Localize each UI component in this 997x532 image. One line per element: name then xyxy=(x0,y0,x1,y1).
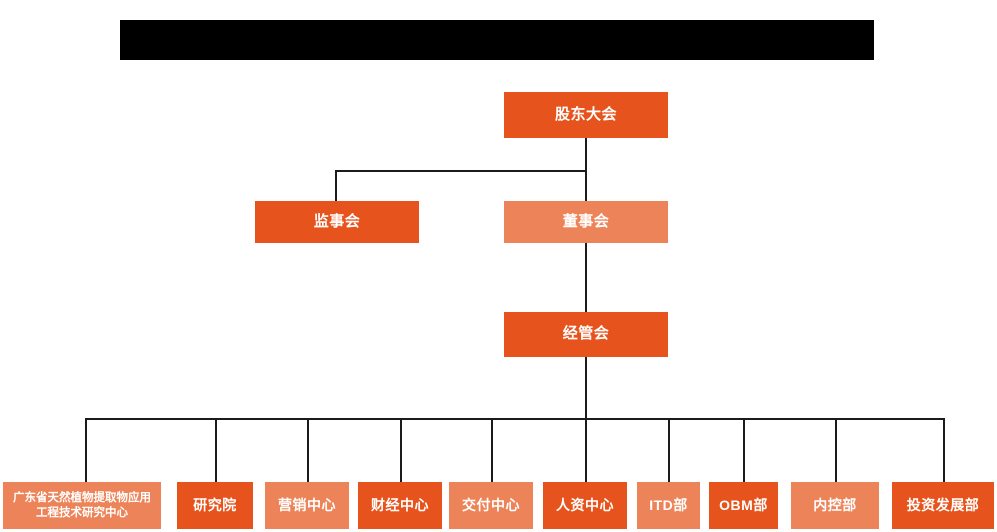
node-shareholders-meeting[interactable]: 股东大会 xyxy=(504,92,668,138)
connector-level4-bus xyxy=(85,418,944,420)
connector-dept-6-drop xyxy=(585,418,587,482)
connector-level2-bus xyxy=(335,170,587,172)
connector-dept-1-drop xyxy=(85,418,87,482)
node-dept-research-institute[interactable]: 研究院 xyxy=(177,482,253,529)
node-dept-delivery-center[interactable]: 交付中心 xyxy=(449,482,533,529)
connector-dept-3-drop xyxy=(307,418,309,482)
node-dept-hr-center[interactable]: 人资中心 xyxy=(543,482,627,529)
node-dept-investment-development[interactable]: 投资发展部 xyxy=(892,482,994,529)
connector-directors-to-management xyxy=(585,241,587,312)
connector-dept-9-drop xyxy=(835,418,837,482)
connector-dept-7-drop xyxy=(668,418,670,482)
connector-supervisors-drop xyxy=(335,170,337,201)
node-dept-itd[interactable]: ITD部 xyxy=(637,482,700,529)
title-banner xyxy=(120,20,874,60)
connector-shareholders-down xyxy=(585,138,587,172)
node-management-committee[interactable]: 经管会 xyxy=(504,312,668,357)
node-board-of-directors[interactable]: 董事会 xyxy=(504,201,668,243)
node-dept-internal-control[interactable]: 内控部 xyxy=(791,482,879,529)
connector-dept-5-drop xyxy=(491,418,493,482)
connector-dept-4-drop xyxy=(400,418,402,482)
node-dept-obm[interactable]: OBM部 xyxy=(709,482,778,529)
node-dept-marketing-center[interactable]: 营销中心 xyxy=(265,482,349,529)
node-dept-finance-center[interactable]: 财经中心 xyxy=(358,482,442,529)
connector-dept-2-drop xyxy=(215,418,217,482)
connector-directors-drop xyxy=(585,170,587,201)
connector-dept-8-drop xyxy=(743,418,745,482)
connector-dept-10-drop xyxy=(943,418,945,482)
connector-management-down xyxy=(585,357,587,419)
node-dept-guangdong-research-center[interactable]: 广东省天然植物提取物应用工程技术研究中心 xyxy=(3,482,161,529)
node-board-of-supervisors[interactable]: 监事会 xyxy=(255,201,419,243)
